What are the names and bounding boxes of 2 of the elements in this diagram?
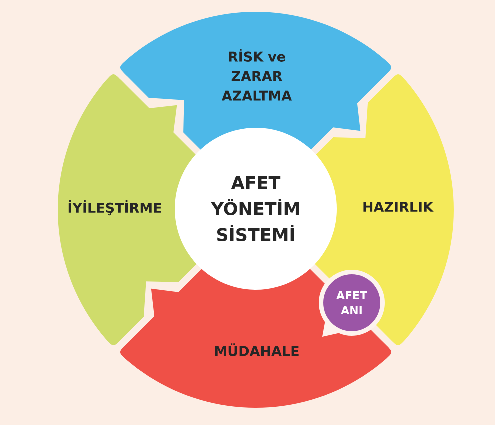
- arrow-segment: İYİLEŞTİRME: [58, 74, 204, 346]
- arrow-segment: RİSK ve ZARAR AZALTMA: [120, 12, 392, 158]
